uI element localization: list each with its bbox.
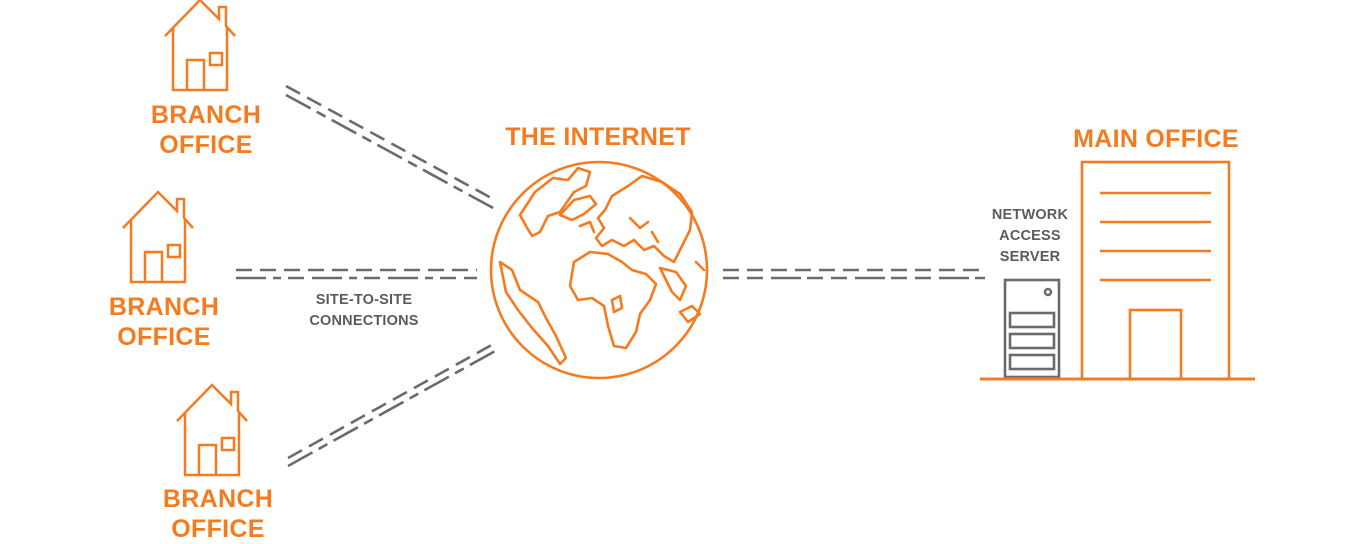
- house-icon: [163, 0, 237, 92]
- branch-label-line1: BRANCH: [108, 293, 220, 321]
- server-label-line3: SERVER: [999, 249, 1061, 265]
- connection-line-bottom-1: [287, 340, 498, 460]
- house-icon: [175, 383, 249, 477]
- network-access-server-label: NETWORK ACCESS SERVER: [970, 205, 1090, 268]
- connection-line-top-2: [285, 93, 496, 211]
- main-office-label: MAIN OFFICE: [1073, 125, 1239, 153]
- internet-label: THE INTERNET: [505, 123, 691, 151]
- branch-label-line2: OFFICE: [117, 323, 211, 351]
- branch-office-label-middle: BRANCH OFFICE: [94, 292, 234, 352]
- house-icon: [121, 190, 195, 284]
- site-to-site-label: SITE-TO-SITE CONNECTIONS: [284, 290, 444, 332]
- branch-label-line1: BRANCH: [150, 101, 262, 129]
- branch-label-line1: BRANCH: [162, 485, 274, 513]
- connections-label-line2: CONNECTIONS: [309, 313, 419, 329]
- branch-label-line2: OFFICE: [171, 515, 265, 543]
- server-label-line1: NETWORK: [991, 207, 1069, 223]
- branch-office-label-bottom: BRANCH OFFICE: [148, 484, 288, 544]
- server-label-line2: ACCESS: [999, 228, 1061, 244]
- globe-icon: [489, 160, 709, 380]
- branch-office-label-top: BRANCH OFFICE: [136, 100, 276, 160]
- connection-line-top-1: [285, 84, 496, 202]
- connection-lines: [236, 84, 985, 468]
- office-building-icon: [980, 160, 1255, 381]
- server-icon: [1003, 278, 1061, 379]
- branch-label-line2: OFFICE: [159, 131, 253, 159]
- connection-line-bottom-2: [287, 348, 498, 468]
- connections-label-line1: SITE-TO-SITE: [315, 292, 413, 308]
